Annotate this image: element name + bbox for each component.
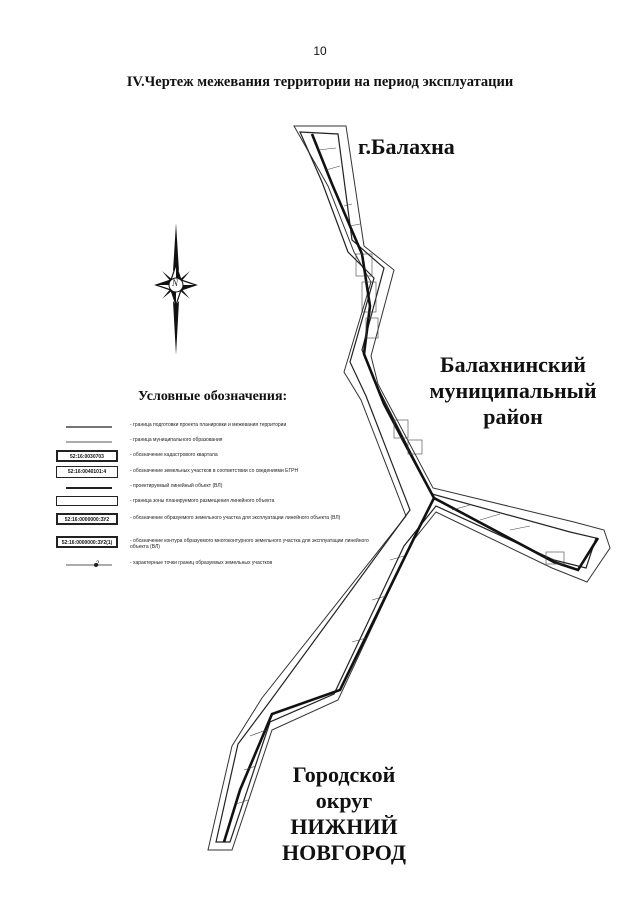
nn-label-line3: НИЖНИЙ (290, 813, 398, 839)
power-line (222, 133, 600, 843)
nn-label-line2: округ (315, 787, 373, 813)
legend-text: - обозначение образуемого земельного уча… (130, 515, 341, 521)
nn-label-line4: НОВГОРОД (282, 839, 406, 865)
legend-text: - проектируемый линейный объект (ВЛ) (130, 483, 223, 489)
nn-label-line1: Городской (292, 762, 396, 787)
page-title: IV.Чертеж межевания территории на период… (126, 74, 514, 90)
legend-text: - характерные точки границ образуемых зе… (130, 560, 273, 566)
district-label: Балахнинский муниципальный район (429, 352, 597, 429)
parcel-details (235, 147, 565, 805)
legend-text: - граница подготовки проекта планировки … (130, 422, 287, 428)
legend-title: Условные обозначения: (138, 389, 288, 404)
legend-symbol (56, 496, 118, 506)
legend-symbol: 52:16:0000000:ЗУ2(1) (56, 536, 118, 548)
city-label: г.Балахна (358, 134, 455, 159)
legend-text: - граница зоны планируемого размещения л… (130, 498, 275, 504)
legend-text: - обозначение земельных участков в соотв… (130, 468, 299, 474)
legend-symbol: 52:16:0040101:4 (56, 466, 118, 478)
legend-text: - граница муниципального образования (130, 437, 223, 443)
page-number: 10 (313, 44, 327, 58)
legend-symbol: 52:16:0000000:ЗУ2 (56, 513, 118, 525)
nizhny-novgorod-label: Городской округ НИЖНИЙ НОВГОРОД (282, 762, 406, 866)
legend-line-symbols (66, 426, 112, 567)
legend-symbol: 2 (96, 561, 100, 567)
legend-symbol: 52:16:0030703 (56, 450, 118, 462)
legend-text: - обозначение контура образуемого многок… (130, 538, 369, 550)
compass-letter: N (172, 278, 179, 288)
compass-rose (154, 223, 198, 355)
legend-text: - обозначение кадастрового квартала (130, 452, 218, 458)
